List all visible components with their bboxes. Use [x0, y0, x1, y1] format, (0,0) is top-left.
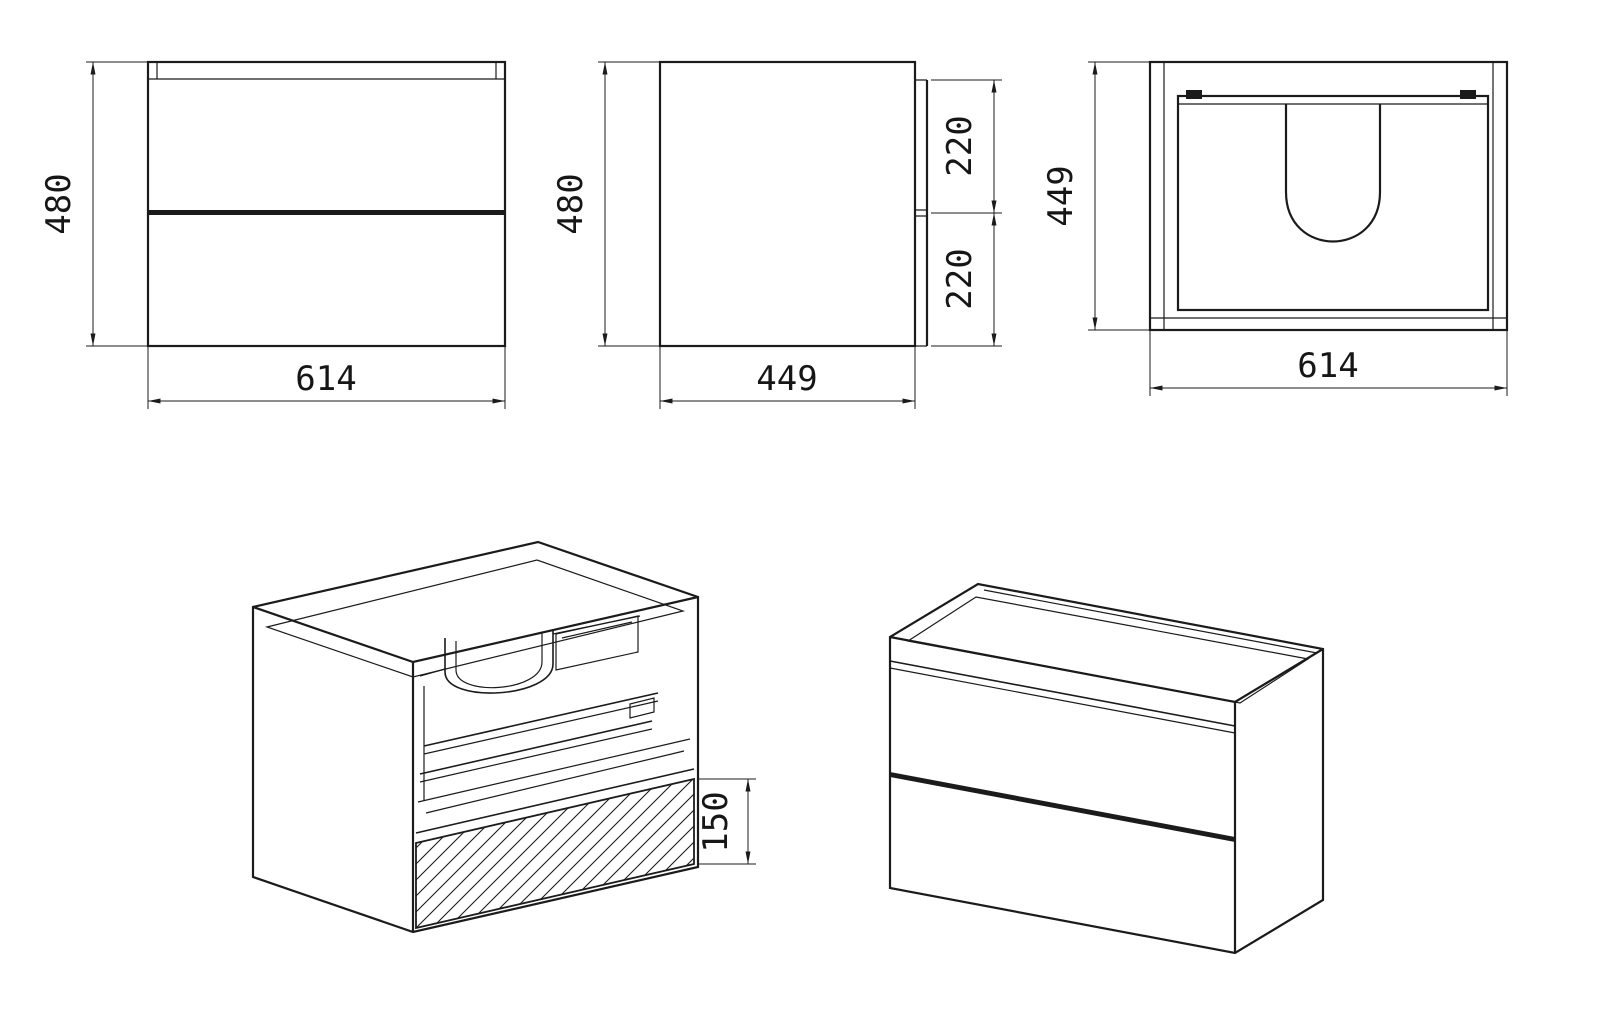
dim-label-side-upper-drawer: 220 — [940, 115, 980, 176]
top-sink-cutout — [1284, 104, 1382, 243]
dim-label-front-width: 614 — [295, 359, 356, 399]
assembled-front-top-rail — [889, 660, 1236, 734]
iso-cutaway-view: 150 — [251, 540, 756, 934]
cutaway-hatched-drawer-front — [415, 777, 695, 930]
cutaway-lower-drawer-rails — [415, 720, 695, 834]
top-left-fixing-clip — [1186, 90, 1202, 99]
front-cabinet-outline — [146, 60, 507, 348]
assembled-body-silhouette — [888, 582, 1325, 955]
dim-cutaway-drawer-inner: 150 — [696, 778, 756, 865]
dim-front-height: 480 — [39, 61, 148, 347]
assembled-top-opening — [906, 596, 1310, 704]
dim-front-width: 614 — [147, 346, 506, 409]
dim-side-upper-drawer: 220 — [931, 79, 1002, 347]
top-side-panels — [1150, 62, 1507, 330]
dim-side-lower-drawer: 220 — [940, 213, 997, 346]
top-view: 449 614 — [1041, 60, 1509, 396]
dim-label-side-lower-drawer: 220 — [940, 248, 980, 309]
front-view: 480 614 — [39, 60, 507, 409]
top-cabinet-outline — [1148, 60, 1509, 332]
side-cabinet-outline — [658, 60, 917, 348]
dim-label-top-depth: 449 — [1041, 165, 1081, 226]
dim-label-top-width: 614 — [1297, 346, 1358, 386]
dim-top-depth: 449 — [1041, 61, 1150, 331]
side-drawer-fronts-edge — [915, 79, 929, 347]
top-right-fixing-clip — [1460, 90, 1476, 99]
side-view: 480 220 220 449 — [551, 60, 1002, 409]
iso-assembled-view — [888, 582, 1325, 955]
assembled-back-rail-line — [983, 589, 1318, 654]
dim-label-side-depth: 449 — [756, 359, 817, 399]
assembled-drawer-divider — [890, 772, 1235, 842]
front-drawer-divider — [148, 210, 505, 215]
dim-side-height: 480 — [551, 61, 660, 347]
dim-side-depth: 449 — [659, 346, 916, 409]
dim-label-front-height: 480 — [39, 173, 79, 234]
top-interior-opening — [1176, 94, 1490, 312]
cutaway-top-rim-inner — [264, 559, 686, 678]
cutaway-organizer-box — [555, 615, 639, 671]
dim-label-cutaway-drawer-inner: 150 — [696, 791, 736, 852]
front-top-rail — [148, 62, 505, 80]
dim-top-width: 614 — [1149, 330, 1508, 396]
dim-label-side-height: 480 — [551, 173, 591, 234]
cutaway-front-edges — [252, 595, 699, 932]
